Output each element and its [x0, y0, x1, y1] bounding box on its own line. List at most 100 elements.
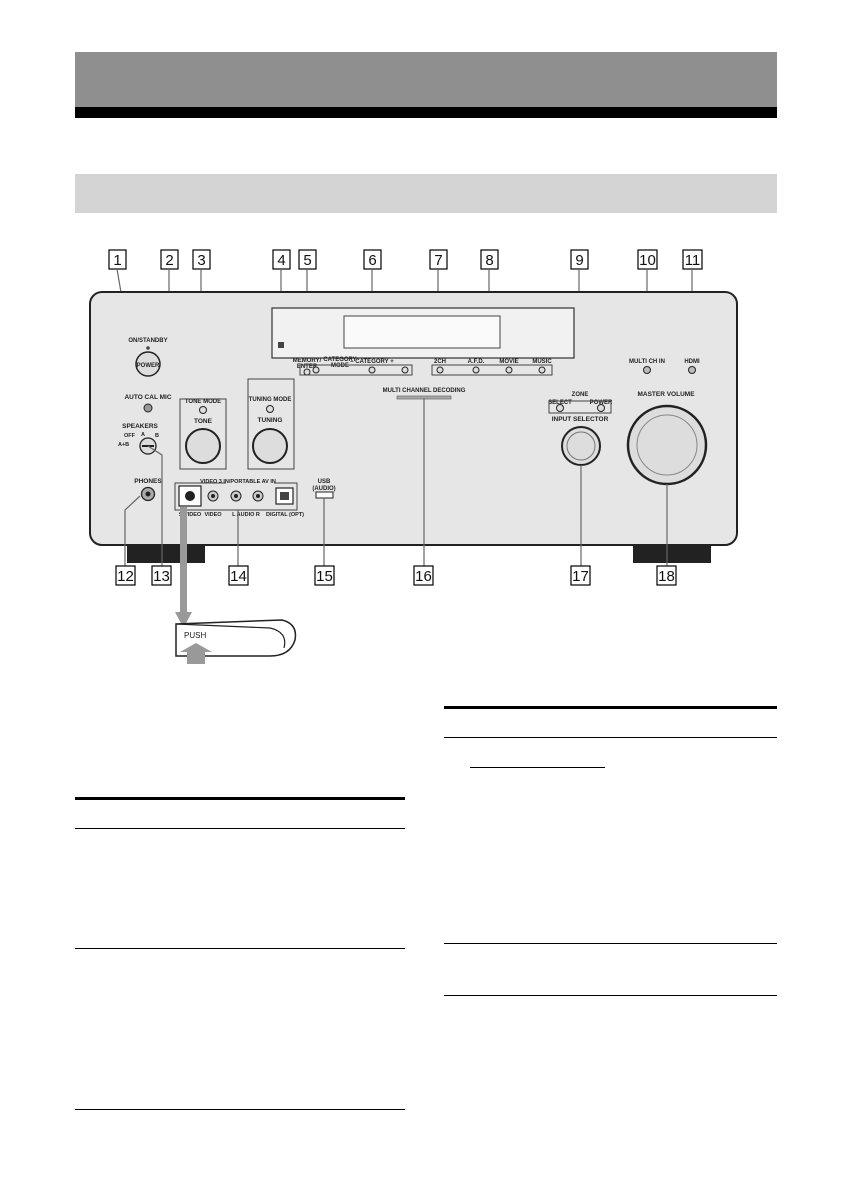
arrow-shaft	[180, 507, 187, 614]
video-label: VIDEO	[204, 512, 222, 518]
callout-14: 14	[228, 565, 249, 586]
on-standby-label: ON/STANDBY	[128, 338, 167, 344]
master-volume-label: MASTER VOLUME	[637, 391, 695, 398]
speakers-a-label: A	[141, 432, 145, 438]
push-arrow-up-icon	[180, 643, 212, 664]
mode-music-label: MUSIC	[532, 359, 552, 365]
standby-indicator	[146, 346, 150, 350]
left-table-bottom-rule	[75, 1109, 405, 1110]
phones-label: PHONES	[134, 478, 162, 485]
multi-channel-decoding-label: MULTI CHANNEL DECODING	[383, 388, 466, 394]
usb-port[interactable]	[315, 491, 334, 499]
push-label: PUSH	[184, 631, 206, 640]
foot-right	[633, 545, 711, 563]
svg-text:17: 17	[572, 568, 589, 585]
callout-17: 17	[570, 565, 591, 586]
power-button[interactable]	[135, 351, 161, 377]
callout-15: 15	[314, 565, 335, 586]
svg-text:12: 12	[117, 568, 134, 585]
category-frame	[299, 364, 413, 376]
chapter-title-bar	[75, 52, 777, 107]
memory-enter-label: MEMORY/	[293, 358, 322, 364]
section-heading-band	[75, 174, 777, 213]
auto-cal-mic-jack[interactable]	[143, 403, 153, 413]
sound-mode-frame	[431, 364, 553, 376]
foot-left	[127, 545, 205, 563]
mode-afd-label: A.F.D.	[468, 359, 485, 365]
tone-frame	[179, 398, 227, 470]
svg-text:13: 13	[153, 568, 170, 585]
callout-13: 13	[151, 565, 172, 586]
s-video-label: S VIDEO	[179, 512, 202, 518]
svg-text:18: 18	[658, 568, 675, 585]
category-mode-button[interactable]	[312, 366, 320, 374]
tone-knob[interactable]	[185, 428, 221, 464]
speakers-b-label: B	[155, 433, 159, 439]
arrow-down-icon	[175, 612, 192, 628]
input-selector-knob[interactable]	[561, 426, 601, 466]
callout-9: 9	[570, 249, 589, 270]
hdmi-label: HDMI	[684, 359, 700, 365]
svg-text:14: 14	[230, 568, 247, 585]
leader-lines-bottom	[124, 398, 668, 566]
svg-text:9: 9	[575, 252, 583, 269]
display-screen	[343, 315, 501, 349]
zone-select-label: SELECT	[548, 400, 572, 406]
mode-music-button[interactable]	[538, 366, 546, 374]
zone-power-button[interactable]	[597, 404, 605, 412]
tuning-knob[interactable]	[252, 428, 288, 464]
zone-select-button[interactable]	[556, 404, 564, 412]
mode-movie-label: MOVIE	[499, 359, 518, 365]
hdmi-button[interactable]	[688, 366, 696, 374]
memory-enter-button[interactable]	[303, 368, 311, 376]
callout-4: 4	[272, 249, 291, 270]
right-table-bottom-rule	[444, 995, 777, 996]
zone-power-label: POWER	[590, 400, 613, 406]
mode-2ch-label: 2CH	[434, 359, 446, 365]
svg-text:7: 7	[434, 252, 442, 269]
speakers-label: SPEAKERS	[122, 423, 158, 430]
category-minus-button[interactable]	[368, 366, 376, 374]
video3-label: VIDEO 3 IN/PORTABLE AV IN	[200, 479, 276, 485]
speakers-ab-label: A+B	[118, 442, 129, 448]
callout-2: 2	[160, 249, 179, 270]
tone-label: TONE	[194, 418, 213, 425]
callout-12: 12	[115, 565, 136, 586]
zone-label: ZONE	[572, 392, 589, 398]
mode-movie-button[interactable]	[505, 366, 513, 374]
callout-1: 1	[108, 249, 127, 270]
svg-text:10: 10	[639, 252, 656, 269]
front-cover-illustration: PUSH	[175, 619, 297, 664]
category-label: – CATEGORY +	[350, 359, 394, 365]
svg-text:5: 5	[303, 252, 311, 269]
multi-ch-in-button[interactable]	[643, 366, 651, 374]
svg-text:2: 2	[165, 252, 173, 269]
master-volume-knob[interactable]	[626, 404, 708, 486]
remote-sensor	[278, 342, 284, 348]
tuning-label: TUNING	[258, 417, 283, 424]
callout-3: 3	[192, 249, 211, 270]
svg-text:15: 15	[316, 568, 333, 585]
category-plus-button[interactable]	[401, 366, 409, 374]
callout-7: 7	[429, 249, 448, 270]
svg-text:4: 4	[277, 252, 285, 269]
input-selector-label: INPUT SELECTOR	[552, 416, 609, 423]
power-label: POWER	[137, 363, 160, 369]
callout-8: 8	[480, 249, 499, 270]
callout-18: 18	[656, 565, 677, 586]
mode-afd-button[interactable]	[472, 366, 480, 374]
svg-text:8: 8	[485, 252, 493, 269]
callout-6: 6	[363, 249, 382, 270]
mode-2ch-button[interactable]	[436, 366, 444, 374]
usb-audio-label: (AUDIO)	[312, 486, 335, 492]
svg-text:3: 3	[197, 252, 205, 269]
tone-mode-button[interactable]	[199, 406, 207, 414]
tuning-mode-button[interactable]	[266, 405, 274, 413]
right-table-underline	[470, 767, 605, 768]
callout-11: 11	[682, 249, 703, 270]
left-table-row-rule	[75, 948, 405, 949]
digital-opt-label: DIGITAL (OPT)	[266, 512, 304, 518]
tuning-frame	[247, 378, 295, 470]
speakers-off-label: OFF	[124, 433, 136, 439]
